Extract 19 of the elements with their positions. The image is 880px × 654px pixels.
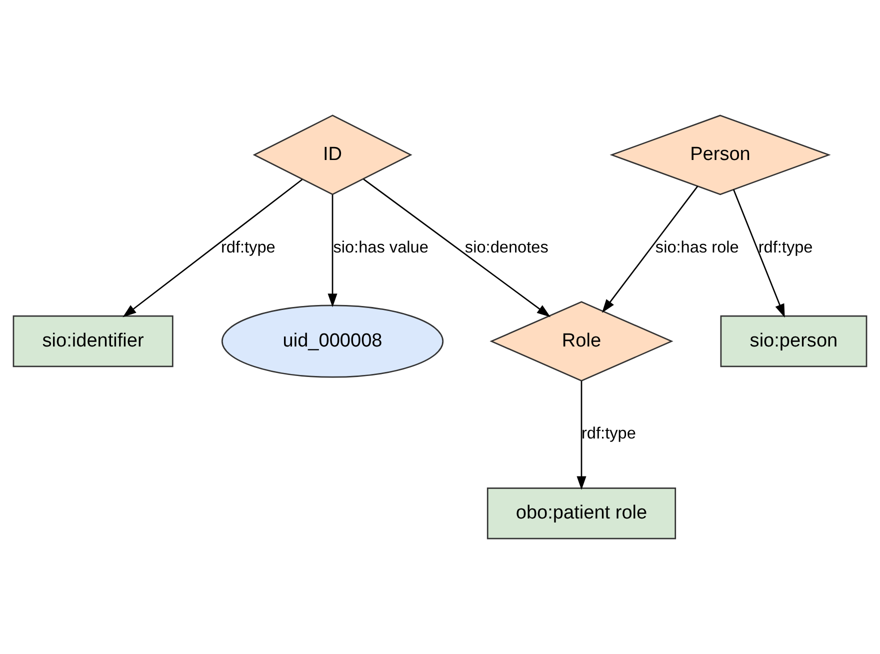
arrow [576,381,586,490]
arrow [602,186,698,313]
edge-label: sio:has value [333,238,428,256]
arrow [122,178,303,318]
node-box: sio:person [720,315,868,368]
node-diamond: Role [490,301,674,382]
node-diamond: Person [610,114,831,196]
node-ellipse: uid_000008 [221,304,444,378]
edge-label: sio:has role [655,238,739,256]
arrow [732,189,785,318]
node-box: obo:patient role [486,488,676,540]
edge-label: rdf:type [758,238,813,256]
arrow [328,194,338,308]
edge-label: rdf:type [220,238,276,256]
arrow [363,178,551,318]
node-diamond: ID [252,114,412,196]
node-box: sio:identifier [12,315,174,368]
edge-label: rdf:type [582,424,636,443]
edge-label: sio:denotes [464,238,548,256]
